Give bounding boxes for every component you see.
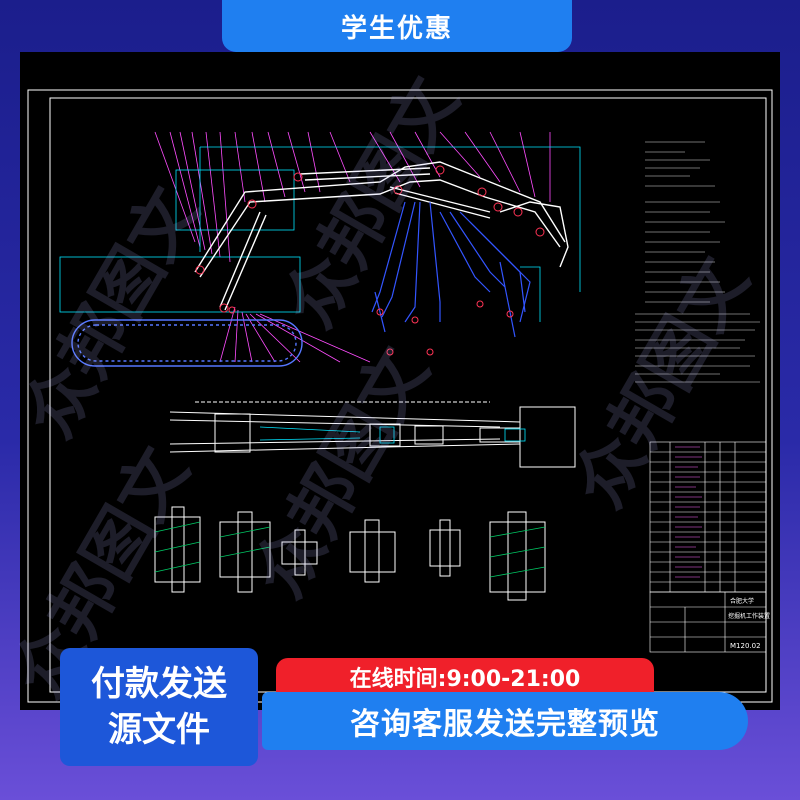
top-callouts [154, 131, 551, 363]
parts-list-entries [675, 446, 702, 578]
source-file-label: 源文件 [108, 710, 210, 750]
title-block-school: 合肥大学 [730, 597, 754, 605]
excavator-drawing: 合肥大学 挖掘机工作装置 M120.02 [27, 89, 773, 703]
pin-section-views [154, 506, 546, 601]
title-block [649, 591, 767, 653]
student-discount-label: 学生优惠 [340, 13, 453, 44]
arm-top-view [169, 401, 576, 468]
technical-notes [635, 141, 760, 383]
title-block-drawing-number: M120.02 [730, 642, 761, 650]
cyan-construction-lines [59, 146, 581, 322]
title-block-name: 挖掘机工作装置 [728, 612, 770, 620]
sheet-inner-border [49, 97, 767, 693]
boom-and-arm [194, 161, 569, 311]
arm-alternate-positions [371, 201, 531, 338]
pin-section-hatch [154, 521, 546, 578]
student-discount-banner: 学生优惠 [222, 0, 572, 52]
online-hours-badge: 在线时间:9:00-21:00 [276, 658, 654, 696]
online-hours-label: 在线时间:9:00-21:00 [349, 667, 581, 692]
excavator-track [71, 319, 303, 367]
consult-service-banner: 咨询客服发送完整预览 [262, 692, 748, 750]
consult-service-label: 咨询客服发送完整预览 [350, 707, 660, 742]
arm-top-view-cyan-hatch [259, 426, 526, 444]
pivot-markers [195, 165, 545, 356]
pay-send-label: 付款发送 [91, 664, 227, 704]
parts-list-table [649, 441, 767, 593]
pay-send-source-file-box: 付款发送 源文件 [60, 648, 258, 766]
cad-drawing-canvas: 合肥大学 挖掘机工作装置 M120.02 [20, 52, 780, 710]
